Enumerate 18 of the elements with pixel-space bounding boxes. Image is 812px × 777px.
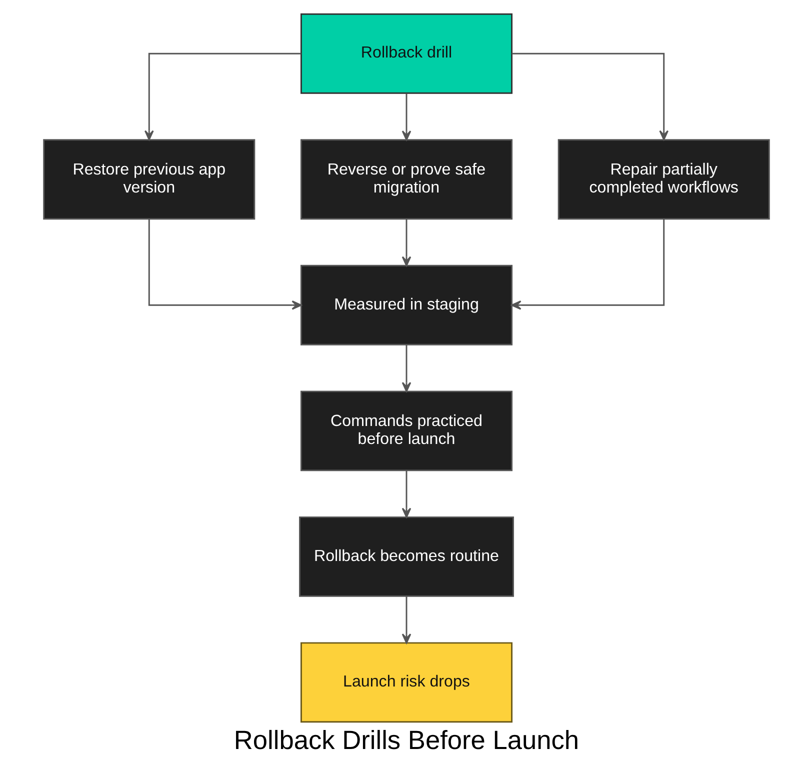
arrow xyxy=(144,52,301,140)
node-box: Rollback drill xyxy=(300,13,512,94)
node-box: Commands practiced before launch xyxy=(300,390,512,472)
node-box: Rollback becomes routine xyxy=(298,516,514,597)
node-box: Launch risk drops xyxy=(300,642,512,723)
arrow xyxy=(401,344,411,392)
node-box: Measured in staging xyxy=(300,264,512,346)
node-box: Repair partially completed workflows xyxy=(557,139,770,220)
node-box: Restore previous app version xyxy=(42,139,255,220)
arrow xyxy=(401,219,411,266)
node-box: Reverse or prove safe migration xyxy=(300,139,512,220)
arrow xyxy=(511,52,668,140)
arrow xyxy=(401,470,411,518)
arrow xyxy=(401,596,411,644)
arrow xyxy=(401,93,411,141)
arrow xyxy=(510,219,664,310)
arrow xyxy=(148,219,302,310)
caption: Rollback Drills Before Launch xyxy=(233,724,579,755)
